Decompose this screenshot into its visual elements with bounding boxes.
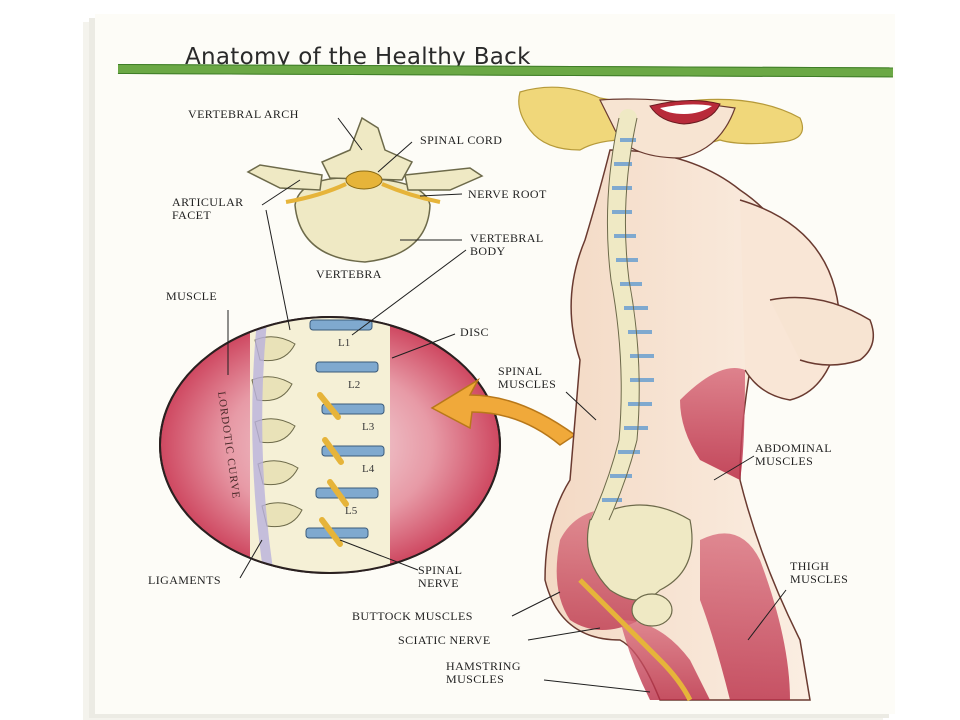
level-l3: L3 — [362, 421, 375, 433]
leader-hamstring — [543, 679, 651, 693]
leader-nerve-root — [419, 193, 463, 197]
leader-vertebral-body-2 — [351, 249, 467, 336]
figure-teeth — [660, 104, 712, 114]
leader-abdominal — [713, 455, 755, 481]
level-labels: L1 L2 L3 L4 L5 — [338, 337, 375, 517]
vertebral-body-shape — [294, 176, 431, 263]
leader-sciatic — [527, 627, 601, 641]
thigh-muscle-shape — [700, 533, 790, 700]
spine-column — [591, 109, 640, 529]
closeup-ligament-band — [252, 319, 273, 571]
level-l2: L2 — [348, 379, 360, 391]
label-thigh-muscles: THIGH MUSCLES — [790, 559, 849, 586]
leader-ligaments — [239, 539, 263, 579]
level-l4: L4 — [362, 463, 375, 475]
disc-l3 — [321, 403, 385, 415]
pelvis-bone-shape — [586, 504, 693, 601]
disc-l1 — [309, 319, 373, 331]
label-vertebral-arch: VERTEBRAL ARCH — [188, 107, 299, 121]
nerve-root-shape — [285, 182, 441, 204]
disc-l5 — [315, 487, 379, 499]
disc-l2 — [315, 361, 379, 373]
label-articular-facet: ARTICULAR FACET — [172, 195, 244, 222]
spine-outline — [590, 117, 640, 521]
label-spinal-nerve: SPINAL NERVE — [418, 563, 463, 590]
femur-head-shape — [631, 593, 673, 627]
label-ligaments: LIGAMENTS — [148, 573, 221, 587]
label-nerve-root: NERVE ROOT — [468, 187, 547, 201]
left-process-shape — [246, 164, 323, 191]
label-sciatic-nerve: SCIATIC NERVE — [398, 633, 491, 647]
label-vertebral-body: VERTEBRAL BODY — [470, 231, 544, 258]
leader-disc — [391, 333, 456, 359]
figure-spine — [590, 109, 654, 529]
label-vertebra: VERTEBRA — [316, 267, 382, 281]
label-abdominal-muscles: ABDOMINAL MUSCLES — [755, 441, 832, 468]
leader-spinal-nerve — [339, 539, 419, 571]
closeup-facets — [251, 336, 303, 528]
leader-buttock — [511, 591, 561, 617]
abdominal-muscle-shape — [680, 368, 745, 480]
right-process-shape — [404, 167, 484, 191]
leader-articular-facet-2 — [265, 209, 291, 331]
leader-spinal-cord — [377, 141, 413, 173]
closeup-circle-outline — [159, 316, 501, 574]
magnify-arrow — [430, 377, 577, 446]
leader-articular-facet — [261, 179, 301, 206]
vertebral-arch-shape — [320, 116, 414, 181]
leader-spinal-muscles — [565, 391, 597, 421]
leader-thigh — [747, 589, 787, 641]
label-disc: DISC — [460, 325, 489, 339]
figure-illustration — [518, 86, 875, 702]
level-l5: L5 — [345, 505, 358, 517]
label-spinal-cord: SPINAL CORD — [420, 133, 503, 147]
label-buttock-muscles: BUTTOCK MUSCLES — [352, 609, 473, 623]
lumbar-closeup: L1 L2 L3 L4 L5 LORDOTIC CURVE — [159, 316, 501, 574]
label-spinal-muscles: SPINAL MUSCLES — [498, 364, 557, 391]
leader-vertebral-arch — [337, 117, 363, 151]
spinal-cord-shape — [345, 170, 383, 190]
figure-arm — [769, 296, 875, 366]
vertebra-illustration — [246, 116, 484, 263]
label-hamstring-muscles: HAMSTRING MUSCLES — [446, 659, 521, 686]
leader-lines — [227, 117, 787, 693]
closeup-spinal-nerves — [317, 392, 349, 547]
label-muscle: MUSCLE — [166, 289, 218, 303]
level-l1: L1 — [338, 337, 350, 349]
sciatic-nerve-shape — [578, 578, 693, 702]
